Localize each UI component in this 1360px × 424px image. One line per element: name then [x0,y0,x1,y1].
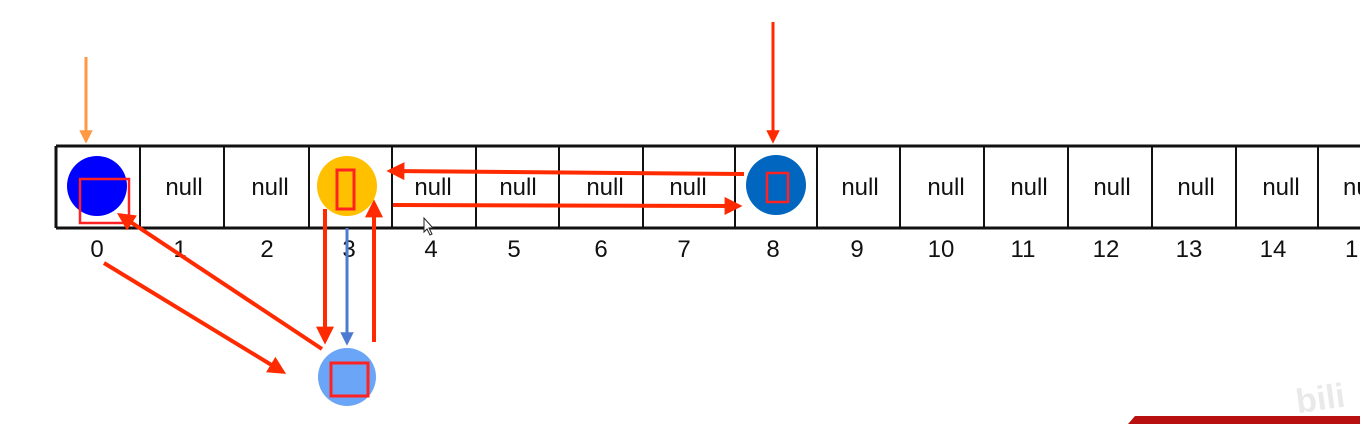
array-index-label: 13 [1176,236,1203,263]
array-index-label: 9 [850,236,863,263]
array-cell-value-12: null [1093,174,1130,201]
arrow-node8-to-node3 [386,162,745,181]
array-index-label: 12 [1093,236,1120,263]
array-cell-value-7: null [669,174,706,201]
array-index-label: 2 [260,236,273,263]
node-circle-index-8 [746,155,806,215]
arrow-index0-to-linked [102,261,287,374]
node-circle-index-0 [67,156,127,216]
array-index-label: 4 [424,236,437,263]
arrow-node3-to-node8 [392,196,743,215]
array-cell-value-13: null [1177,174,1214,201]
array-index-label: 8 [766,236,779,263]
subtitle-banner [1128,416,1360,424]
array-cell-value-2: null [251,174,288,201]
array-cells: null null null null null null null null null null… [54,144,1360,230]
pointer-box-index-3 [335,168,356,211]
array-cell-value-11: null [1010,174,1047,201]
svg-text:bili: bili [1293,377,1347,421]
array-cell-value-1: nu [1343,174,1360,201]
mouse-cursor-icon [423,216,435,236]
array-cell-value-6: null [586,174,623,201]
pointer-box-linked [329,361,370,398]
array-index-label: 6 [594,236,607,263]
array-cell-value-10: null [927,174,964,201]
array-index-label: 0 [90,236,103,263]
array-index-label: 11 [1011,236,1036,263]
bilibili-logo-icon: bili [1293,377,1347,421]
pointer-box-index-8 [765,171,790,204]
array-index-label: 7 [677,236,690,263]
array-cell-value-1: null [165,174,202,201]
array-index-label: 5 [507,236,520,263]
array-cell-value-5: null [499,174,536,201]
array-index-label: 10 [928,236,955,263]
arrow-linked-to-node0 [117,213,324,351]
array-cell-value-9: null [841,174,878,201]
array-index-label: 14 [1260,236,1287,263]
array-index-label: 1 [1345,236,1358,263]
pointer-box-index-0 [78,177,131,225]
array-index-label: 3 [342,236,355,263]
array-cell-value-4: null [414,174,451,201]
node-circle-index-3 [317,156,377,216]
array-cell-value-14: null [1262,174,1299,201]
